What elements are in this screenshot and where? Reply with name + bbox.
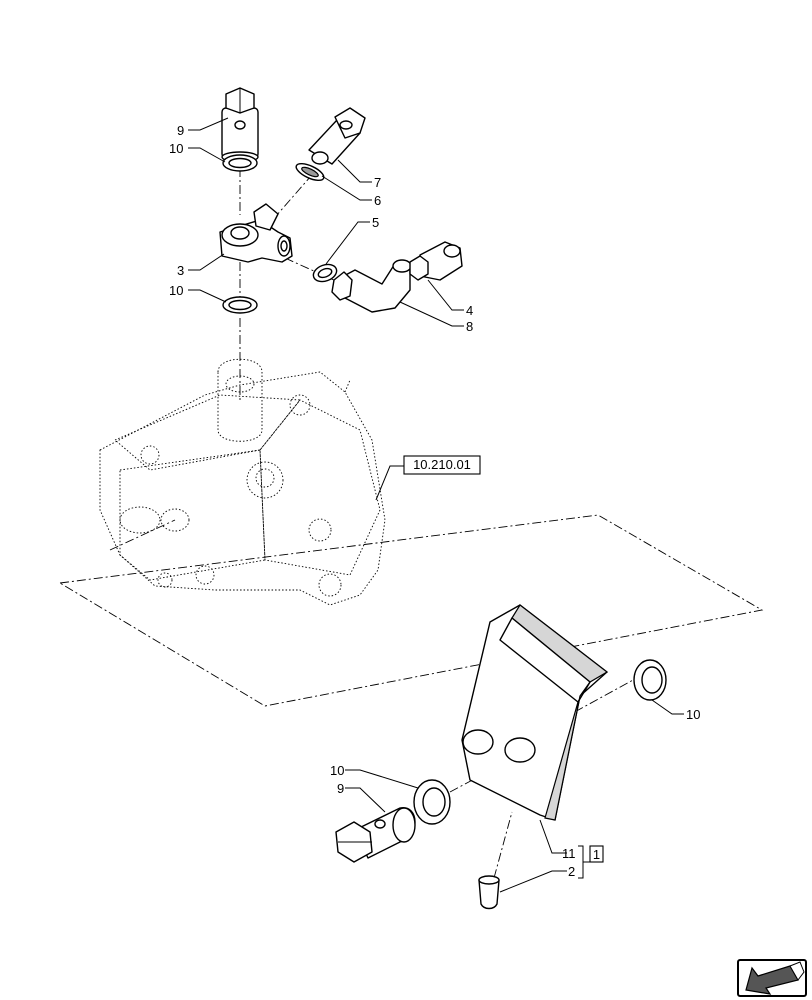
banjo-fitting — [219, 203, 293, 263]
adapter-fitting-part-4 — [409, 241, 463, 281]
reference-page-link[interactable]: 10.210.01 — [403, 455, 481, 475]
callout-8: 8 — [466, 319, 473, 334]
sealing-washer-middle — [222, 296, 258, 314]
callout-10-b: 10 — [169, 283, 183, 298]
callout-9-bottom: 9 — [337, 781, 344, 796]
banjo-bolt-lower — [335, 807, 416, 863]
callout-6: 6 — [374, 193, 381, 208]
callout-3: 3 — [177, 263, 184, 278]
elbow-fitting-part-8 — [331, 259, 412, 313]
sealing-washer-right — [633, 659, 667, 701]
callout-7: 7 — [374, 175, 381, 190]
callout-2: 2 — [568, 864, 575, 879]
washer-part-6 — [295, 162, 325, 182]
callout-labels: 9 10 7 6 5 3 10 4 8 10 10 9 11 2 — [169, 123, 700, 879]
assembly-box-1: 1 — [589, 845, 604, 863]
arrow-back-icon[interactable] — [737, 959, 807, 997]
bolt-part-7 — [308, 107, 366, 165]
callout-4: 4 — [466, 303, 473, 318]
sealing-washer-lower — [413, 779, 451, 825]
washer-part-5 — [312, 263, 338, 283]
assembly-box-label: 1 — [593, 847, 600, 862]
callout-5: 5 — [372, 215, 379, 230]
sealing-washer-top — [222, 154, 258, 172]
hydraulic-pump-reference — [99, 358, 386, 606]
callout-10-a: 10 — [169, 141, 183, 156]
leader-lines — [188, 117, 684, 893]
shield-part-11 — [461, 604, 609, 821]
callout-10-d: 10 — [330, 763, 344, 778]
cap-part-2 — [478, 875, 500, 910]
callout-9-top: 9 — [177, 123, 184, 138]
callout-11: 11 — [562, 846, 576, 861]
reference-page-label: 10.210.01 — [413, 457, 471, 472]
callout-10-c: 10 — [686, 707, 700, 722]
banjo-bolt-top — [221, 87, 259, 163]
